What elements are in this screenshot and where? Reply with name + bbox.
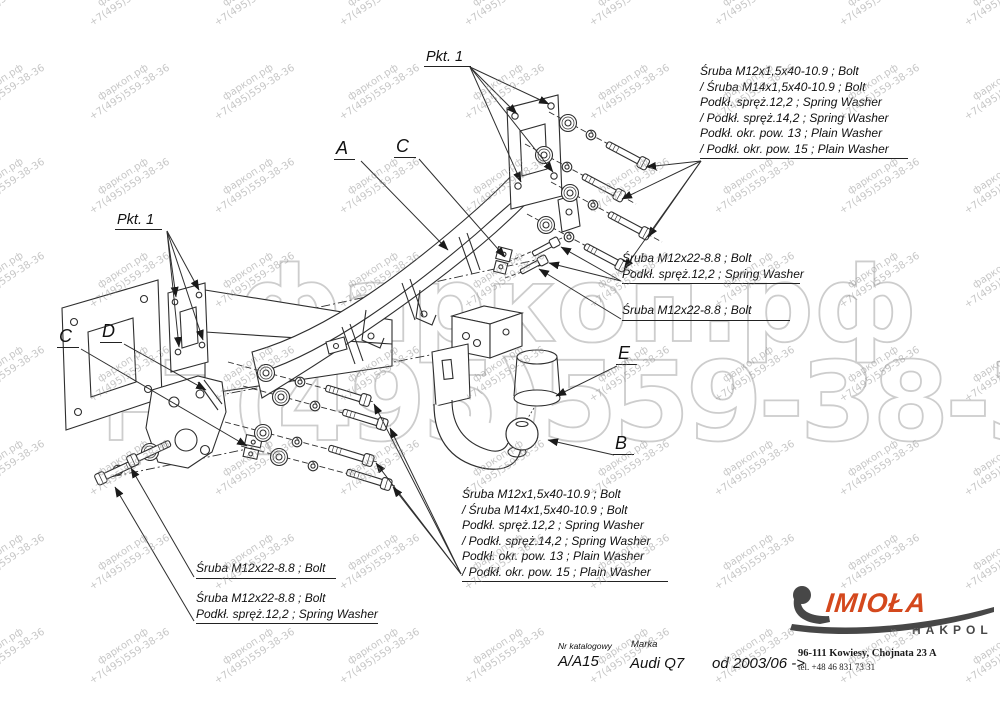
- catalog-number-label: Nr katalogowy: [558, 641, 612, 651]
- note-line: / Podkł. spręż.14,2 ; Spring Washer: [700, 110, 889, 125]
- brand-label: Marka: [631, 639, 658, 650]
- note-line: Podkł. okr. pow. 13 ; Plain Washer: [700, 126, 883, 140]
- note-mid-right-top: Śruba M12x22-8.8 ; Bolt Podkł. spręż.12,…: [622, 251, 804, 284]
- hardware-top-right: [524, 111, 663, 275]
- note-top-right: Śruba M12x1,5x40-10.9 ; Bolt / Śruba M14…: [700, 64, 908, 159]
- clamp-c-left: [242, 433, 263, 460]
- note-line: / Podkł. okr. pow. 15 ; Plain Washer: [700, 141, 889, 156]
- leader-lines: [80, 66, 702, 622]
- towball-swan-neck: [431, 343, 539, 470]
- label-part-b: B: [613, 433, 635, 455]
- label-pkt1-top: Pkt. 1: [424, 49, 472, 67]
- note-line: Śruba M12x1,5x40-10.9 ; Bolt: [462, 487, 621, 501]
- note-line: / Śruba M14x1,5x40-10.9 ; Bolt: [700, 79, 866, 94]
- company-name: IMIOŁA: [824, 588, 929, 618]
- company-division: HAKPOL: [912, 623, 993, 637]
- note-line: Śruba M12x22-8.8 ; Bolt: [622, 251, 752, 265]
- label-pkt1-left: Pkt. 1: [115, 212, 163, 230]
- ball-cover-cap: [513, 349, 561, 422]
- note-line: Podkł. okr. pow. 13 ; Plain Washer: [462, 549, 645, 563]
- towball-logo-icon: [790, 586, 994, 635]
- logo-swoosh: [790, 607, 994, 635]
- note-line: / Podkł. okr. pow. 15 ; Plain Washer: [462, 564, 651, 579]
- note-line: Śruba M12x1,5x40-10.9 ; Bolt: [700, 64, 859, 78]
- company-address: 96-111 Kowiesy, Chojnata 23 A: [798, 648, 937, 659]
- catalog-number-value: A/A15: [558, 653, 599, 670]
- note-line: Śruba M12x22-8.8 ; Bolt: [622, 303, 752, 317]
- note-line: Śruba M12x22-8.8 ; Bolt: [196, 591, 326, 605]
- left-end-plate: [61, 279, 163, 431]
- year-range: od 2003/06 ->: [712, 655, 805, 672]
- hardware-bottom-center: [224, 361, 396, 492]
- label-part-a: A: [334, 138, 356, 160]
- brand-value: Audi Q7: [630, 655, 685, 672]
- note-line: Podkł. spręż.12,2 ; Spring Washer: [700, 95, 882, 109]
- note-line: Śruba M12x22-8.8 ; Bolt: [196, 561, 326, 575]
- note-line: Podkł. spręż.12,2 ; Spring Washer: [196, 606, 378, 621]
- note-line: Podkł. spręż.12,2 ; Spring Washer: [622, 266, 804, 281]
- note-bottom-left-top: Śruba M12x22-8.8 ; Bolt: [196, 561, 336, 579]
- note-line: / Podkł. spręż.14,2 ; Spring Washer: [462, 533, 651, 548]
- label-part-c-top: C: [394, 136, 416, 158]
- beam-hangers: [325, 289, 437, 355]
- label-part-c-left: C: [57, 326, 79, 348]
- note-bottom-left-bottom: Śruba M12x22-8.8 ; Bolt Podkł. spręż.12,…: [196, 591, 378, 624]
- label-part-e: E: [616, 343, 638, 365]
- company-logo: IMIOŁA HAKPOL 96-111 Kowiesy, Chojnata 2…: [786, 582, 1000, 682]
- note-line: Podkł. spręż.12,2 ; Spring Washer: [462, 518, 644, 532]
- note-line: / Śruba M14x1,5x40-10.9 ; Bolt: [462, 502, 628, 517]
- note-bottom-center: Śruba M12x1,5x40-10.9 ; Bolt / Śruba M14…: [462, 487, 668, 582]
- label-part-d: D: [100, 321, 122, 343]
- company-phone: tel. +48 46 831 73 31: [798, 662, 876, 672]
- note-mid-right-bottom: Śruba M12x22-8.8 ; Bolt: [622, 303, 790, 321]
- receiver-box: [449, 305, 525, 359]
- clamp-c-top: [492, 235, 563, 279]
